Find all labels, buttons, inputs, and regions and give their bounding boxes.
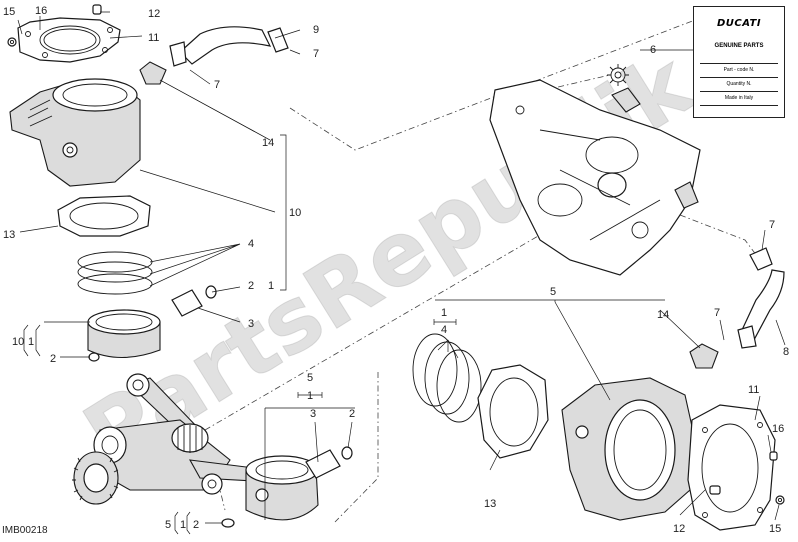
callout-1: 1 bbox=[180, 519, 186, 531]
coolant-hose-lower bbox=[737, 247, 785, 349]
label-row-origin: Made in Italy bbox=[700, 91, 778, 105]
piston-pin-lower bbox=[221, 446, 353, 528]
crank-gear bbox=[72, 451, 119, 505]
callout-5: 5 bbox=[550, 286, 556, 298]
nipple-lower bbox=[689, 343, 719, 369]
piston-lower bbox=[245, 455, 319, 521]
callout-4: 4 bbox=[248, 238, 254, 250]
piston-rings-lower bbox=[412, 333, 482, 423]
callout-1: 1 bbox=[307, 390, 313, 402]
callout-11: 11 bbox=[148, 32, 159, 44]
callout-12: 12 bbox=[673, 523, 685, 535]
diagram-code: IMB00218 bbox=[2, 525, 48, 536]
callout-5: 5 bbox=[165, 519, 171, 531]
label-row-part-code: Part - code N. bbox=[700, 63, 778, 77]
callout-13: 13 bbox=[3, 229, 15, 241]
base-gasket-lower bbox=[477, 364, 549, 459]
coolant-hose-upper bbox=[169, 26, 289, 67]
callout-14: 14 bbox=[262, 137, 274, 149]
callout-3: 3 bbox=[248, 318, 254, 330]
callouts: 15 16 12 11 9 7 7 6 14 10 13 4 2 1 3 10 … bbox=[3, 5, 789, 535]
callout-1: 1 bbox=[441, 307, 447, 319]
callout-10: 10 bbox=[12, 336, 24, 348]
callout-1: 1 bbox=[28, 336, 34, 348]
dowel-pin-upper bbox=[92, 4, 102, 15]
callout-14: 14 bbox=[657, 309, 669, 321]
callout-7: 7 bbox=[769, 219, 775, 231]
callout-5: 5 bbox=[307, 372, 313, 384]
callout-16: 16 bbox=[35, 5, 47, 17]
callout-2: 2 bbox=[248, 280, 254, 292]
head-gasket-lower bbox=[687, 404, 776, 531]
callout-6: 6 bbox=[650, 44, 656, 56]
genuine-parts-label: DUCATI GENUINE PARTS Part - code N. Quan… bbox=[693, 6, 785, 118]
cylinder-lower bbox=[561, 377, 696, 521]
callout-13: 13 bbox=[484, 498, 496, 510]
callout-8: 8 bbox=[783, 346, 789, 358]
callout-7: 7 bbox=[714, 307, 720, 319]
cylinder-upper bbox=[9, 78, 141, 187]
callout-2: 2 bbox=[50, 353, 56, 365]
callout-1: 1 bbox=[268, 280, 274, 292]
callout-10: 10 bbox=[289, 207, 301, 219]
piston-upper bbox=[87, 309, 161, 358]
callout-11: 11 bbox=[748, 384, 759, 396]
callout-15: 15 bbox=[3, 6, 15, 18]
leader-lines bbox=[17, 11, 786, 524]
piston-rings-upper bbox=[77, 251, 153, 295]
brackets bbox=[23, 134, 457, 535]
base-gasket-upper bbox=[57, 195, 151, 237]
callout-2: 2 bbox=[349, 408, 355, 420]
washer-lower bbox=[769, 451, 785, 505]
callout-7: 7 bbox=[313, 48, 319, 60]
callout-7: 7 bbox=[214, 79, 220, 91]
callout-16: 16 bbox=[772, 423, 784, 435]
callout-15: 15 bbox=[769, 523, 781, 535]
callout-4: 4 bbox=[441, 324, 447, 336]
dowel-pin-lower bbox=[709, 485, 721, 495]
label-row-quantity: Quantity N. bbox=[700, 77, 778, 91]
callout-9: 9 bbox=[313, 24, 319, 36]
head-gasket-upper bbox=[17, 17, 121, 63]
washer-upper bbox=[7, 37, 17, 47]
callout-2: 2 bbox=[193, 519, 199, 531]
engine-crankcase bbox=[489, 79, 701, 276]
brand-logo: DUCATI bbox=[716, 18, 762, 29]
piston-pin-upper bbox=[88, 285, 217, 362]
callout-12: 12 bbox=[148, 8, 160, 20]
nipple-upper bbox=[139, 61, 167, 85]
label-subtitle: GENUINE PARTS bbox=[714, 43, 764, 49]
gear-icon bbox=[607, 64, 629, 86]
callout-3: 3 bbox=[310, 408, 316, 420]
